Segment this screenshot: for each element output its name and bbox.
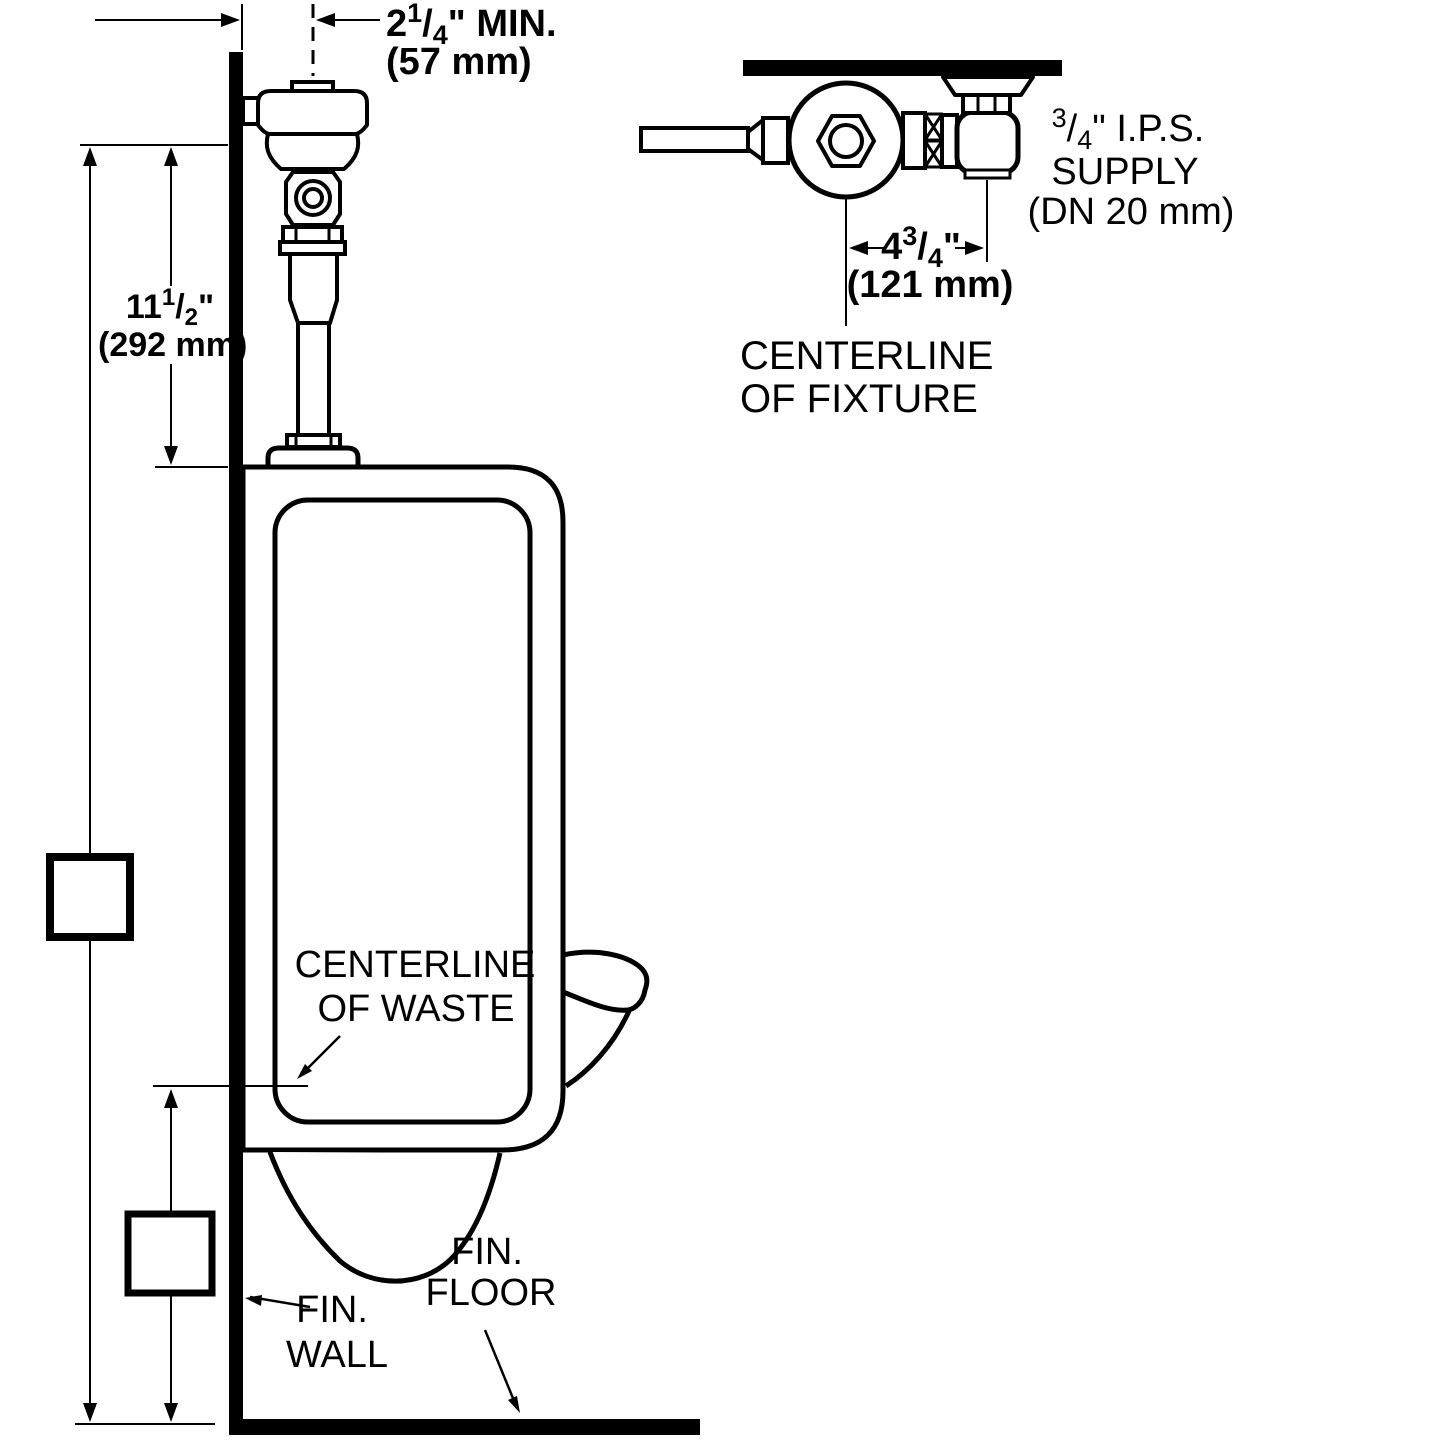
dim-text-mask bbox=[96, 286, 228, 364]
flush-valve-side-view bbox=[241, 80, 369, 468]
valve-coupling-band bbox=[281, 225, 344, 244]
side-view-labels: 21/4" MIN. (57 mm) 111/2" (292 mm) CENTE… bbox=[96, 0, 557, 1376]
arrowhead-leader-icon bbox=[297, 1064, 312, 1079]
fixture-label-line2: OF FIXTURE bbox=[740, 377, 978, 421]
waste-label-line1: CENTERLINE bbox=[295, 944, 536, 986]
supply-label-line1: 3/4" I.P.S. bbox=[1052, 103, 1205, 155]
side-view: 21/4" MIN. (57 mm) 111/2" (292 mm) CENTE… bbox=[46, 0, 700, 1435]
fin-floor-leader-line bbox=[483, 1329, 519, 1409]
wall-offset-dim-text: 21/4" MIN. bbox=[386, 0, 557, 50]
urinal-drain-shroud bbox=[267, 1151, 503, 1284]
finished-floor bbox=[229, 1419, 700, 1435]
stop-valve-stem-lower bbox=[923, 139, 944, 169]
urinal-lip-lower-curve bbox=[564, 1009, 632, 1089]
arrowhead-up-icon bbox=[164, 147, 178, 166]
arrowhead-up-icon bbox=[83, 147, 97, 166]
valve-tailpipe bbox=[296, 321, 331, 439]
arrowhead-up-icon bbox=[164, 1089, 178, 1108]
valve-cap-center bbox=[828, 123, 864, 159]
supply-nut bbox=[961, 93, 1012, 115]
fin-floor-label-line1: FIN. bbox=[451, 1231, 523, 1273]
arrowhead-leader-icon bbox=[508, 1396, 520, 1413]
finished-wall bbox=[229, 52, 243, 1435]
urinal-spud-boss bbox=[265, 445, 361, 468]
fixture-offset-metric-text: (121 mm) bbox=[847, 264, 1014, 306]
arrowhead-down-icon bbox=[164, 446, 178, 465]
fin-floor-label-line2: FLOOR bbox=[426, 1272, 557, 1314]
handle-coupling-nut bbox=[761, 116, 790, 165]
top-view-dimensions bbox=[845, 180, 988, 326]
waste-label-line2: OF WASTE bbox=[317, 988, 514, 1030]
arrowhead-leader-icon bbox=[245, 1295, 262, 1306]
valve-handle bbox=[639, 126, 750, 153]
rough-in-value-box-upper bbox=[46, 853, 134, 941]
top-view: 43/4" (121 mm) 3/4" I.P.S. SUPPLY (DN 20… bbox=[639, 60, 1234, 421]
wall-escutcheon bbox=[941, 75, 1035, 97]
supply-label-line3: (DN 20 mm) bbox=[1028, 191, 1235, 233]
elbow-bottom-flange bbox=[963, 168, 1012, 180]
top-view-wall bbox=[743, 60, 1062, 76]
side-view-dimensions bbox=[75, 4, 520, 1425]
arrowhead-down-icon bbox=[83, 1403, 97, 1422]
urinal-body-outline bbox=[240, 464, 566, 1153]
valve-handle-hub-inner bbox=[302, 187, 324, 209]
fin-wall-label-line2: WALL bbox=[286, 1334, 388, 1376]
valve-dome-upper bbox=[256, 89, 369, 136]
stop-valve-stem-upper bbox=[923, 112, 944, 142]
urinal-front-lip bbox=[560, 949, 650, 1013]
top-view-labels: 43/4" (121 mm) 3/4" I.P.S. SUPPLY (DN 20… bbox=[740, 103, 1234, 421]
stop-coupling bbox=[901, 111, 927, 170]
valve-height-metric-text: (292 mm) bbox=[98, 326, 247, 364]
urinal-rim-outline bbox=[272, 497, 533, 1125]
arrowhead-left-icon bbox=[316, 13, 335, 27]
rough-in-value-box-lower bbox=[124, 1210, 216, 1297]
valve-tube-upper bbox=[288, 252, 339, 325]
valve-height-dim-text: 111/2" bbox=[126, 284, 214, 331]
fixture-offset-dim-text: 43/4" bbox=[881, 221, 961, 273]
fin-wall-label-line1: FIN. bbox=[296, 1289, 368, 1331]
arrowhead-right-icon bbox=[221, 13, 240, 27]
arrowhead-down-icon bbox=[164, 1403, 178, 1422]
wall-offset-metric-text: (57 mm) bbox=[386, 41, 532, 83]
control-stop-elbow bbox=[954, 109, 1021, 176]
fixture-label-line1: CENTERLINE bbox=[740, 334, 993, 378]
valve-dome-bell bbox=[264, 132, 361, 171]
supply-label-line2: SUPPLY bbox=[1051, 151, 1198, 193]
handle-coupling-taper bbox=[746, 118, 765, 162]
arrowhead-right-icon bbox=[965, 241, 984, 255]
arrowhead-left-icon bbox=[849, 241, 868, 255]
flush-valve-top-view bbox=[639, 75, 1035, 200]
